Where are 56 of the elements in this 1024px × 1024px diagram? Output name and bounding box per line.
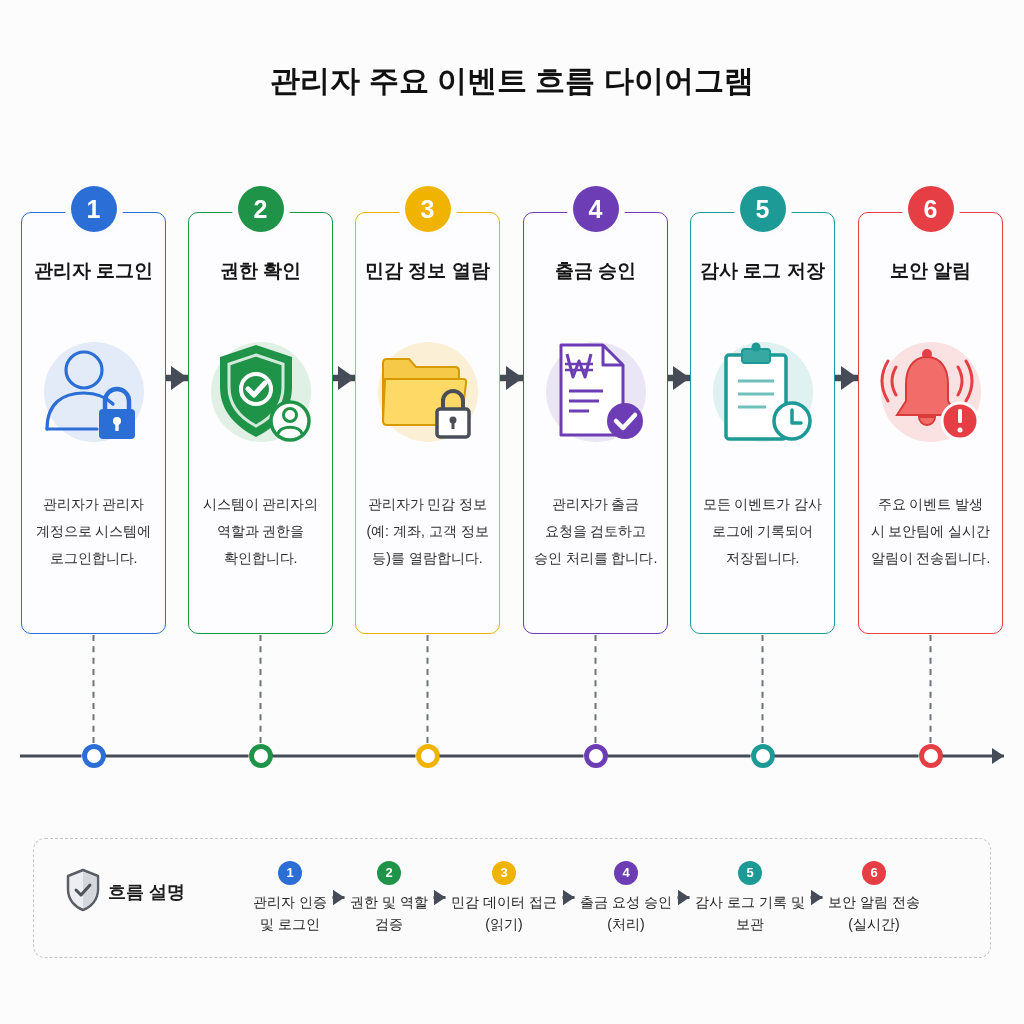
arrow <box>166 366 188 390</box>
number-badge: 2 <box>377 860 401 885</box>
step-label: 권한 및 역할 검증 <box>349 892 429 934</box>
timeline-line <box>607 754 751 758</box>
timeline-dot <box>81 744 106 768</box>
dashed-line <box>761 634 764 744</box>
chevron-arrow <box>810 889 823 906</box>
step-description: 관리자가 출금 요청을 검토하고 승인 처리를 합니다. <box>532 495 659 568</box>
timeline-dot <box>415 744 440 768</box>
timeline-line <box>272 754 416 758</box>
step-title: 감사 로그 저장 <box>700 259 825 283</box>
step-label: 민감 데이터 접근 (읽기) <box>450 892 558 934</box>
step-title: 권한 확인 <box>219 259 302 283</box>
chevron-arrow <box>562 889 575 906</box>
step-description: 주요 이벤트 발생 시 보안팀에 실시간 알림이 전송됩니다. <box>870 495 991 568</box>
chevron-arrow <box>332 889 345 906</box>
step-label: 출금 요성 승인 (처리) <box>579 892 673 934</box>
step-description: 시스템이 관리자의 역할과 권한을 확인합니다. <box>201 495 320 568</box>
step-label: 관리자 인증 및 로그인 <box>252 892 328 934</box>
number-badge: 1 <box>278 860 302 885</box>
timeline-dot <box>583 744 608 768</box>
panel-heading: 흐름 설명 <box>107 880 185 904</box>
arrow <box>835 366 858 390</box>
number-badge: 6 <box>862 860 886 885</box>
arrow <box>500 366 523 390</box>
timeline-line <box>20 754 82 758</box>
arrow <box>668 366 690 390</box>
description-panel <box>33 838 991 958</box>
step-description: 모든 이벤트가 감사 로그에 기록되어 저장됩니다. <box>701 495 824 568</box>
step-description: 관리자가 관리자 계정으로 시스템에 로그인합니다. <box>34 495 153 568</box>
step-title: 민감 정보 열람 <box>365 259 490 283</box>
timeline-line <box>774 754 919 758</box>
timeline-dot <box>750 744 775 768</box>
dashed-line <box>92 634 95 744</box>
arrow <box>333 366 355 390</box>
step-title: 관리자 로그인 <box>33 259 154 283</box>
step-label: 감사 로그 기록 및 보관 <box>694 892 806 934</box>
timeline-line <box>439 754 584 758</box>
number-badge: 5 <box>738 860 762 885</box>
timeline-dot <box>918 744 943 768</box>
dashed-line <box>426 634 429 744</box>
step-label: 보안 알림 전송 (실시간) <box>827 892 921 934</box>
chevron-arrow <box>677 889 690 906</box>
number-badge: 3 <box>492 860 516 885</box>
step-title: 보안 알림 <box>889 259 972 283</box>
step-description: 관리자가 민감 정보(예: 계좌, 고객 정보 등)를 열람합니다. <box>365 495 490 568</box>
dashed-line <box>929 634 932 744</box>
dashed-line <box>259 634 262 744</box>
diagram-title: 관리자 주요 이벤트 흐름 다이어그램 <box>270 63 754 99</box>
timeline-line <box>105 754 249 758</box>
step-title: 출금 승인 <box>554 259 637 283</box>
chevron-arrow <box>433 889 446 906</box>
timeline-dot <box>248 744 273 768</box>
timeline-arrow <box>942 748 1004 764</box>
number-badge: 4 <box>614 860 638 885</box>
dashed-line <box>594 634 597 744</box>
